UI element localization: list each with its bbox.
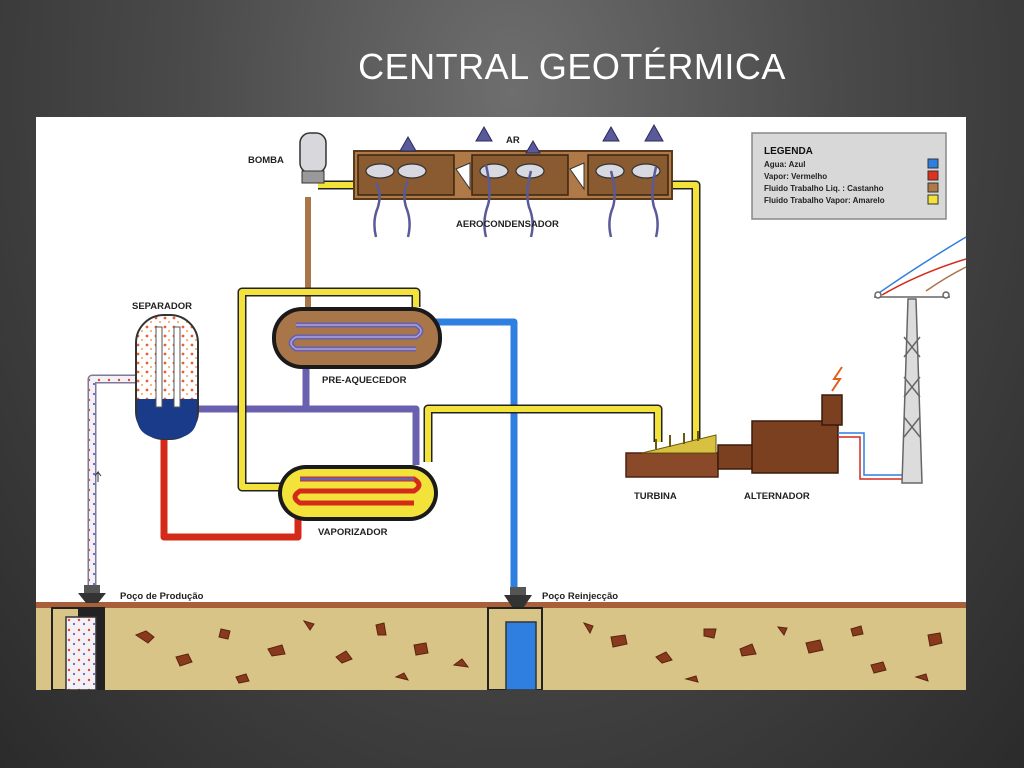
liquid-pipe: [305, 182, 356, 317]
label-aerocondensador: AEROCONDENSADOR: [456, 219, 559, 230]
separator: [135, 314, 199, 440]
label-ar: AR: [506, 135, 520, 146]
ground: [36, 602, 966, 691]
label-vaporizador: VAPORIZADOR: [318, 527, 388, 538]
preheater: [272, 307, 442, 369]
transmission-tower: [874, 291, 950, 484]
air-flow-arrows: [373, 164, 659, 238]
label-turbina: TURBINA: [634, 491, 677, 502]
brine-pipe: [198, 369, 420, 465]
legend-swatch-liquid: [927, 182, 939, 193]
legend-title: LEGENDA: [764, 146, 813, 157]
reinjection-wellhead: [504, 587, 532, 607]
legend-swatch-steam: [927, 170, 939, 181]
vaporizer: [278, 465, 438, 521]
turbine: [625, 431, 719, 478]
pump: [299, 132, 327, 184]
power-lines: [838, 236, 967, 480]
label-poco-producao: Poço de Produção: [120, 591, 204, 602]
label-poco-reinjeccao: Poço Reinjecção: [542, 591, 618, 602]
legend: LEGENDA Agua: Azul Vapor: Vermelho Fluid…: [751, 132, 947, 220]
legend-swatch-water: [927, 158, 939, 169]
steam-pipe: [160, 437, 302, 541]
production-pipe: [87, 374, 136, 587]
production-wellhead: [78, 585, 106, 603]
aerocondenser: [353, 150, 673, 200]
label-pre-aquecedor: PRE-AQUECEDOR: [322, 375, 407, 386]
legend-swatch-vapor: [927, 194, 939, 205]
label-alternador: ALTERNADOR: [744, 491, 810, 502]
legend-item-label: Vapor: Vermelho: [764, 172, 827, 181]
slide-title: CENTRAL GEOTÉRMICA: [358, 46, 786, 87]
alternator: [717, 366, 843, 474]
geothermal-diagram: BOMBA AR AEROCONDENSADOR SEPARADOR PRE-A…: [36, 117, 967, 691]
legend-item-label: Fluido Trabalho Liq. : Castanho: [764, 184, 884, 193]
legend-item-label: Fluido Trabalho Vapor: Amarelo: [764, 196, 885, 205]
label-separador: SEPARADOR: [132, 301, 192, 312]
label-bomba: BOMBA: [248, 155, 284, 166]
air-arrow-heads: [399, 123, 664, 154]
legend-item-label: Agua: Azul: [764, 160, 805, 169]
water-pipe: [434, 318, 518, 587]
